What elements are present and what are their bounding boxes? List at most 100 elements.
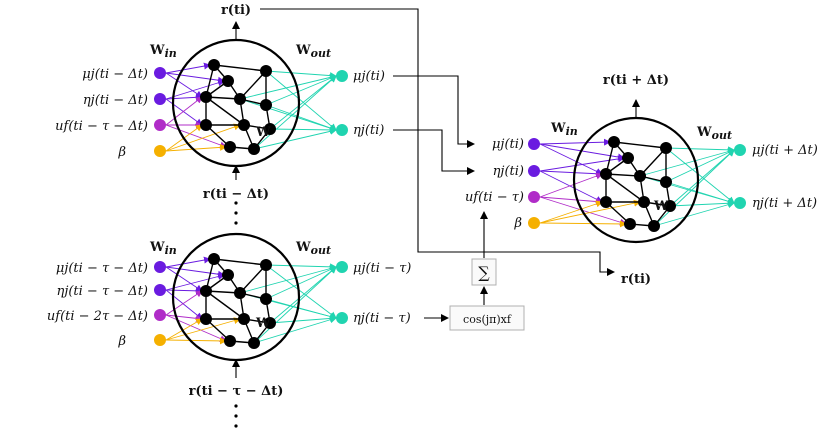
reservoir-node (260, 293, 272, 305)
reservoir-edge (639, 147, 667, 177)
state-label-mid: r(ti − Δt) (203, 187, 269, 202)
output-edge (265, 263, 337, 271)
reservoir-node (200, 91, 212, 103)
output-mu-right: μj(ti + Δt) (752, 143, 818, 158)
output-edge (669, 199, 735, 207)
input-edge (165, 290, 203, 316)
win-label-right: Win (550, 121, 578, 138)
input-dot (154, 261, 166, 273)
input-edge (165, 256, 211, 268)
output-edge (665, 146, 735, 154)
input-edge (539, 143, 603, 175)
input-dot (154, 145, 166, 157)
output-edge (239, 73, 337, 100)
input-edge (539, 220, 627, 228)
output-edge (239, 265, 337, 294)
reservoir-node (648, 220, 660, 232)
reservoir-node (208, 59, 220, 71)
input-edge (165, 318, 203, 341)
input-dot (528, 138, 540, 150)
reservoir-node (600, 196, 612, 208)
input-edge (165, 337, 227, 345)
output-edge (239, 98, 337, 132)
output-edge (669, 149, 735, 207)
win-label-bottom-left: Win (149, 240, 177, 257)
state-label-top: r(ti) (221, 3, 251, 18)
labels-right: r(ti + Δt) Win Wout W μj(ti) ηj(ti) uf(t… (465, 73, 818, 287)
input-edge (539, 170, 603, 178)
reservoir-edge (239, 70, 267, 100)
reservoir-node (248, 337, 260, 349)
output-edge (265, 264, 337, 319)
ellipsis-dots-bottom (234, 404, 238, 428)
reservoir-node (224, 141, 236, 153)
reservoir-edge (239, 264, 267, 294)
output-dot (336, 312, 348, 324)
output-edge (265, 70, 337, 80)
output-dot (336, 124, 348, 136)
output-edge (665, 147, 735, 204)
w-label-top-left: W (255, 125, 271, 140)
reservoir-node (660, 142, 672, 154)
cos-label: cos(jπ)xf (463, 313, 512, 326)
input-edge (165, 266, 225, 278)
output-dot (336, 70, 348, 82)
state-label-right-bottom: r(ti) (621, 272, 651, 287)
input-edge (165, 96, 203, 126)
input-dot (154, 93, 166, 105)
input-eta-top-left: ηj(ti − Δt) (83, 93, 148, 108)
output-edge (265, 266, 337, 300)
reservoir-node (638, 196, 650, 208)
output-dot (734, 144, 746, 156)
output-edge (253, 75, 337, 150)
reservoir-node (222, 75, 234, 87)
input-edge (539, 170, 603, 203)
reservoir-node (234, 93, 246, 105)
wout-label-right: Wout (696, 125, 732, 142)
w-label-right: W (653, 199, 669, 214)
reservoir-edge (605, 173, 645, 203)
reservoir-node (208, 253, 220, 265)
reservoir-node (664, 200, 676, 212)
output-edge (265, 75, 337, 106)
input-edge (165, 317, 241, 341)
input-mu-right: μj(ti) (492, 137, 524, 152)
mu-feed-line (393, 75, 475, 148)
wout-label-top-left: Wout (295, 43, 331, 60)
reservoir-node (200, 119, 212, 131)
output-edge (653, 149, 735, 227)
input-dot (528, 191, 540, 203)
input-edge (165, 314, 203, 322)
input-edge (165, 266, 203, 292)
input-dot (154, 309, 166, 321)
input-beta-bottom-left: β (117, 334, 126, 349)
input-dot (154, 284, 166, 296)
output-eta-bottom-left: ηj(ti − τ) (353, 311, 411, 326)
input-beta-right: β (513, 216, 522, 231)
input-edge (165, 62, 211, 74)
input-beta-top-left: β (117, 145, 126, 160)
input-mu-bottom-left: μj(ti − τ − Δt) (56, 261, 148, 276)
input-edge (539, 196, 603, 206)
labels-top-left: r(ti) Win Wout W μj(ti − Δt) ηj(ti − Δt)… (55, 3, 385, 202)
input-dot (154, 67, 166, 79)
output-eta-top-left: ηj(ti) (353, 123, 384, 138)
input-edge (165, 287, 203, 295)
input-edge (539, 155, 625, 172)
output-edge (269, 314, 337, 324)
output-eta-right: ηj(ti + Δt) (752, 196, 817, 211)
input-u-top-left: uf(ti − τ − Δt) (55, 119, 148, 134)
reservoir-edge (205, 96, 245, 126)
output-edge (665, 149, 735, 183)
input-edge (165, 72, 225, 84)
output-edge (253, 316, 337, 344)
input-mu-top-left: μj(ti − Δt) (82, 67, 148, 82)
input-edge (165, 124, 227, 149)
output-mu-bottom-left: μj(ti − τ) (353, 261, 411, 276)
reservoir-node (248, 143, 260, 155)
reservoir-node (622, 152, 634, 164)
output-edge (639, 148, 735, 177)
output-edge (265, 298, 337, 320)
input-eta-bottom-left: ηj(ti − τ − Δt) (57, 284, 148, 299)
